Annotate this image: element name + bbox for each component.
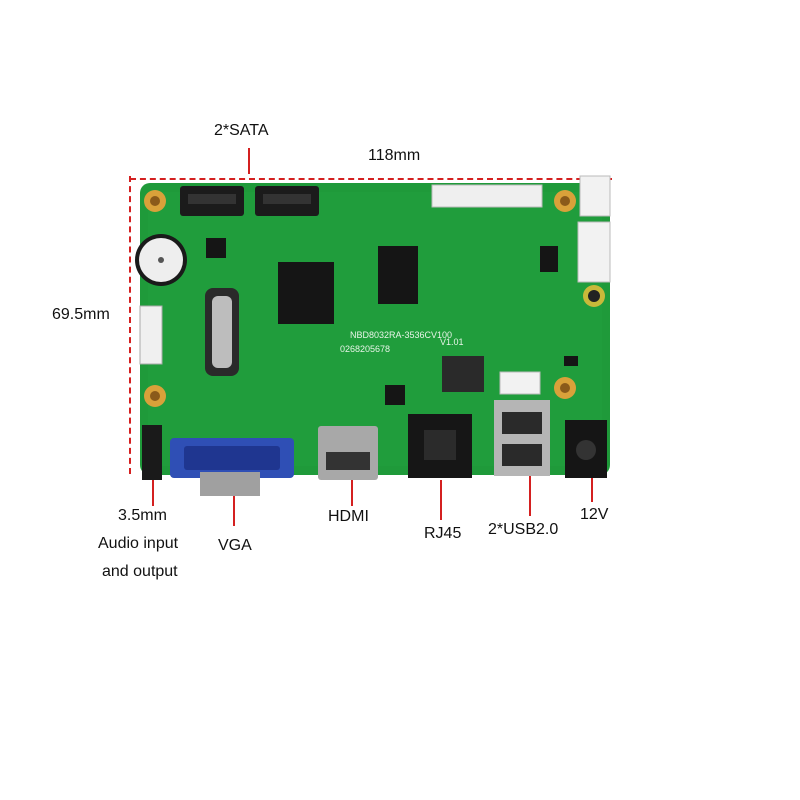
board-model-text: NBD8032RA-3536CV100 — [350, 330, 452, 340]
hdmi-label: HDMI — [328, 508, 369, 525]
vga-label: VGA — [218, 537, 252, 554]
audio-label-line2: Audio input — [98, 535, 179, 552]
usb-label: 2*USB2.0 — [488, 521, 559, 538]
side-connector — [139, 305, 163, 365]
vga-callout-line — [233, 496, 235, 526]
sata-callout-line — [248, 148, 250, 174]
top-header — [431, 184, 543, 208]
hdmi-callout-line — [351, 480, 353, 506]
audio-jack — [142, 425, 162, 480]
board-serial-text: 0268205678 — [340, 344, 390, 354]
power-callout-line — [591, 478, 593, 502]
audio-label-line3: and output — [102, 563, 178, 580]
power-label: 12V — [580, 506, 609, 523]
audio-label-line1: 3.5mm — [118, 507, 167, 524]
mounting-holes — [144, 190, 576, 407]
usb-callout-line — [529, 476, 531, 516]
audio-callout-line — [152, 480, 154, 506]
width-dimension-line — [130, 178, 612, 180]
width-dimension-label: 118mm — [368, 147, 421, 164]
right-header — [577, 221, 611, 283]
rj45-label: RJ45 — [424, 525, 462, 542]
height-dimension-label: 69.5mm — [52, 306, 110, 323]
sata-connectors — [180, 186, 319, 216]
rj45-callout-line — [440, 480, 442, 520]
sata-label: 2*SATA — [214, 122, 269, 139]
main-soc — [278, 262, 334, 324]
board-version-text: V1.01 — [440, 337, 464, 347]
height-dimension-line — [129, 176, 131, 474]
